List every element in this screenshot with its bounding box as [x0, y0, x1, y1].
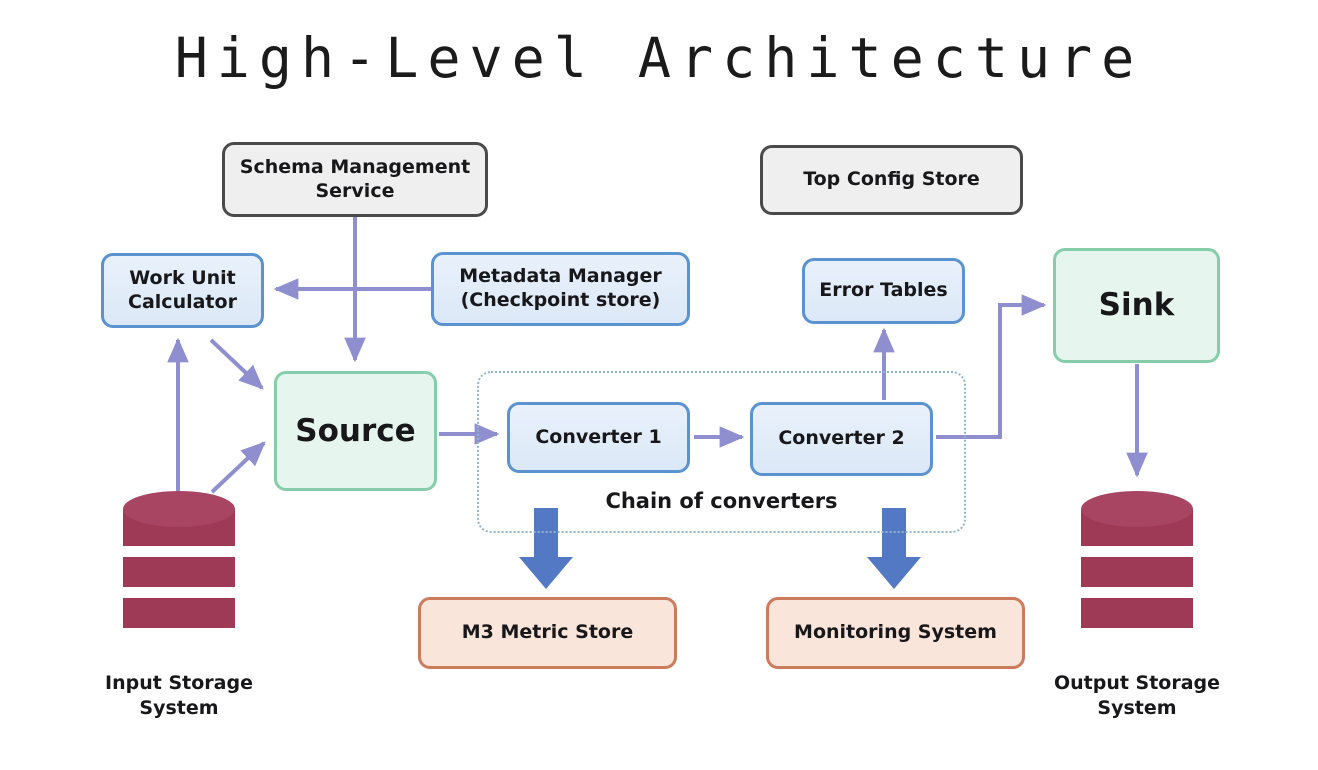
- node-error-tables-label: Error Tables: [819, 279, 948, 302]
- node-work-unit-calculator-label: Work Unit Calculator: [128, 267, 237, 315]
- node-schema-management-service-label: Schema Management Service: [240, 156, 470, 204]
- output-storage-line-2: System: [1097, 696, 1177, 719]
- output-storage-line-1: Output Storage: [1053, 672, 1221, 694]
- metadata-line-2: (Checkpoint store): [460, 289, 661, 311]
- node-source[interactable]: Source: [274, 371, 437, 491]
- node-monitoring-system-label: Monitoring System: [794, 621, 997, 644]
- node-schema-management-service[interactable]: Schema Management Service: [222, 142, 488, 217]
- node-metadata-manager-label: Metadata Manager (Checkpoint store): [459, 265, 662, 313]
- database-icon: [123, 491, 235, 661]
- work-unit-line-1: Work Unit: [129, 266, 236, 289]
- metadata-line-1: Metadata Manager: [459, 265, 662, 288]
- node-metadata-manager[interactable]: Metadata Manager (Checkpoint store): [431, 252, 690, 326]
- work-unit-line-2: Calculator: [128, 290, 237, 313]
- input-storage-database[interactable]: [123, 491, 235, 661]
- schema-line-1: Schema Management: [239, 155, 471, 178]
- node-converter-2[interactable]: Converter 2: [750, 402, 933, 476]
- edge-input-storage-to-source: [210, 441, 266, 494]
- node-converter-2-label: Converter 2: [778, 427, 905, 450]
- output-storage-label: Output Storage System: [1027, 671, 1247, 720]
- node-converter-1[interactable]: Converter 1: [507, 402, 690, 473]
- chain-of-converters-group: [477, 371, 966, 533]
- database-icon: [1081, 491, 1193, 661]
- node-sink-label: Sink: [1098, 287, 1175, 324]
- node-top-config-store[interactable]: Top Config Store: [760, 145, 1023, 215]
- node-top-config-store-label: Top Config Store: [803, 168, 980, 191]
- node-sink[interactable]: Sink: [1053, 248, 1220, 363]
- node-converter-1-label: Converter 1: [535, 425, 662, 448]
- node-m3-metric-store[interactable]: M3 Metric Store: [418, 597, 677, 669]
- node-m3-metric-store-label: M3 Metric Store: [461, 621, 634, 644]
- chain-of-converters-label: Chain of converters: [605, 489, 838, 513]
- node-work-unit-calculator[interactable]: Work Unit Calculator: [101, 253, 264, 328]
- output-storage-database[interactable]: [1081, 491, 1193, 661]
- node-error-tables[interactable]: Error Tables: [802, 258, 965, 324]
- page-title: High-Level Architecture: [174, 26, 1144, 90]
- input-storage-line-2: System: [139, 696, 219, 719]
- input-storage-line-1: Input Storage: [105, 672, 253, 694]
- node-monitoring-system[interactable]: Monitoring System: [766, 597, 1025, 669]
- edge-work-unit-to-source: [209, 338, 264, 390]
- input-storage-label: Input Storage System: [69, 671, 289, 720]
- node-source-label: Source: [295, 412, 416, 449]
- schema-line-2: Service: [315, 179, 395, 202]
